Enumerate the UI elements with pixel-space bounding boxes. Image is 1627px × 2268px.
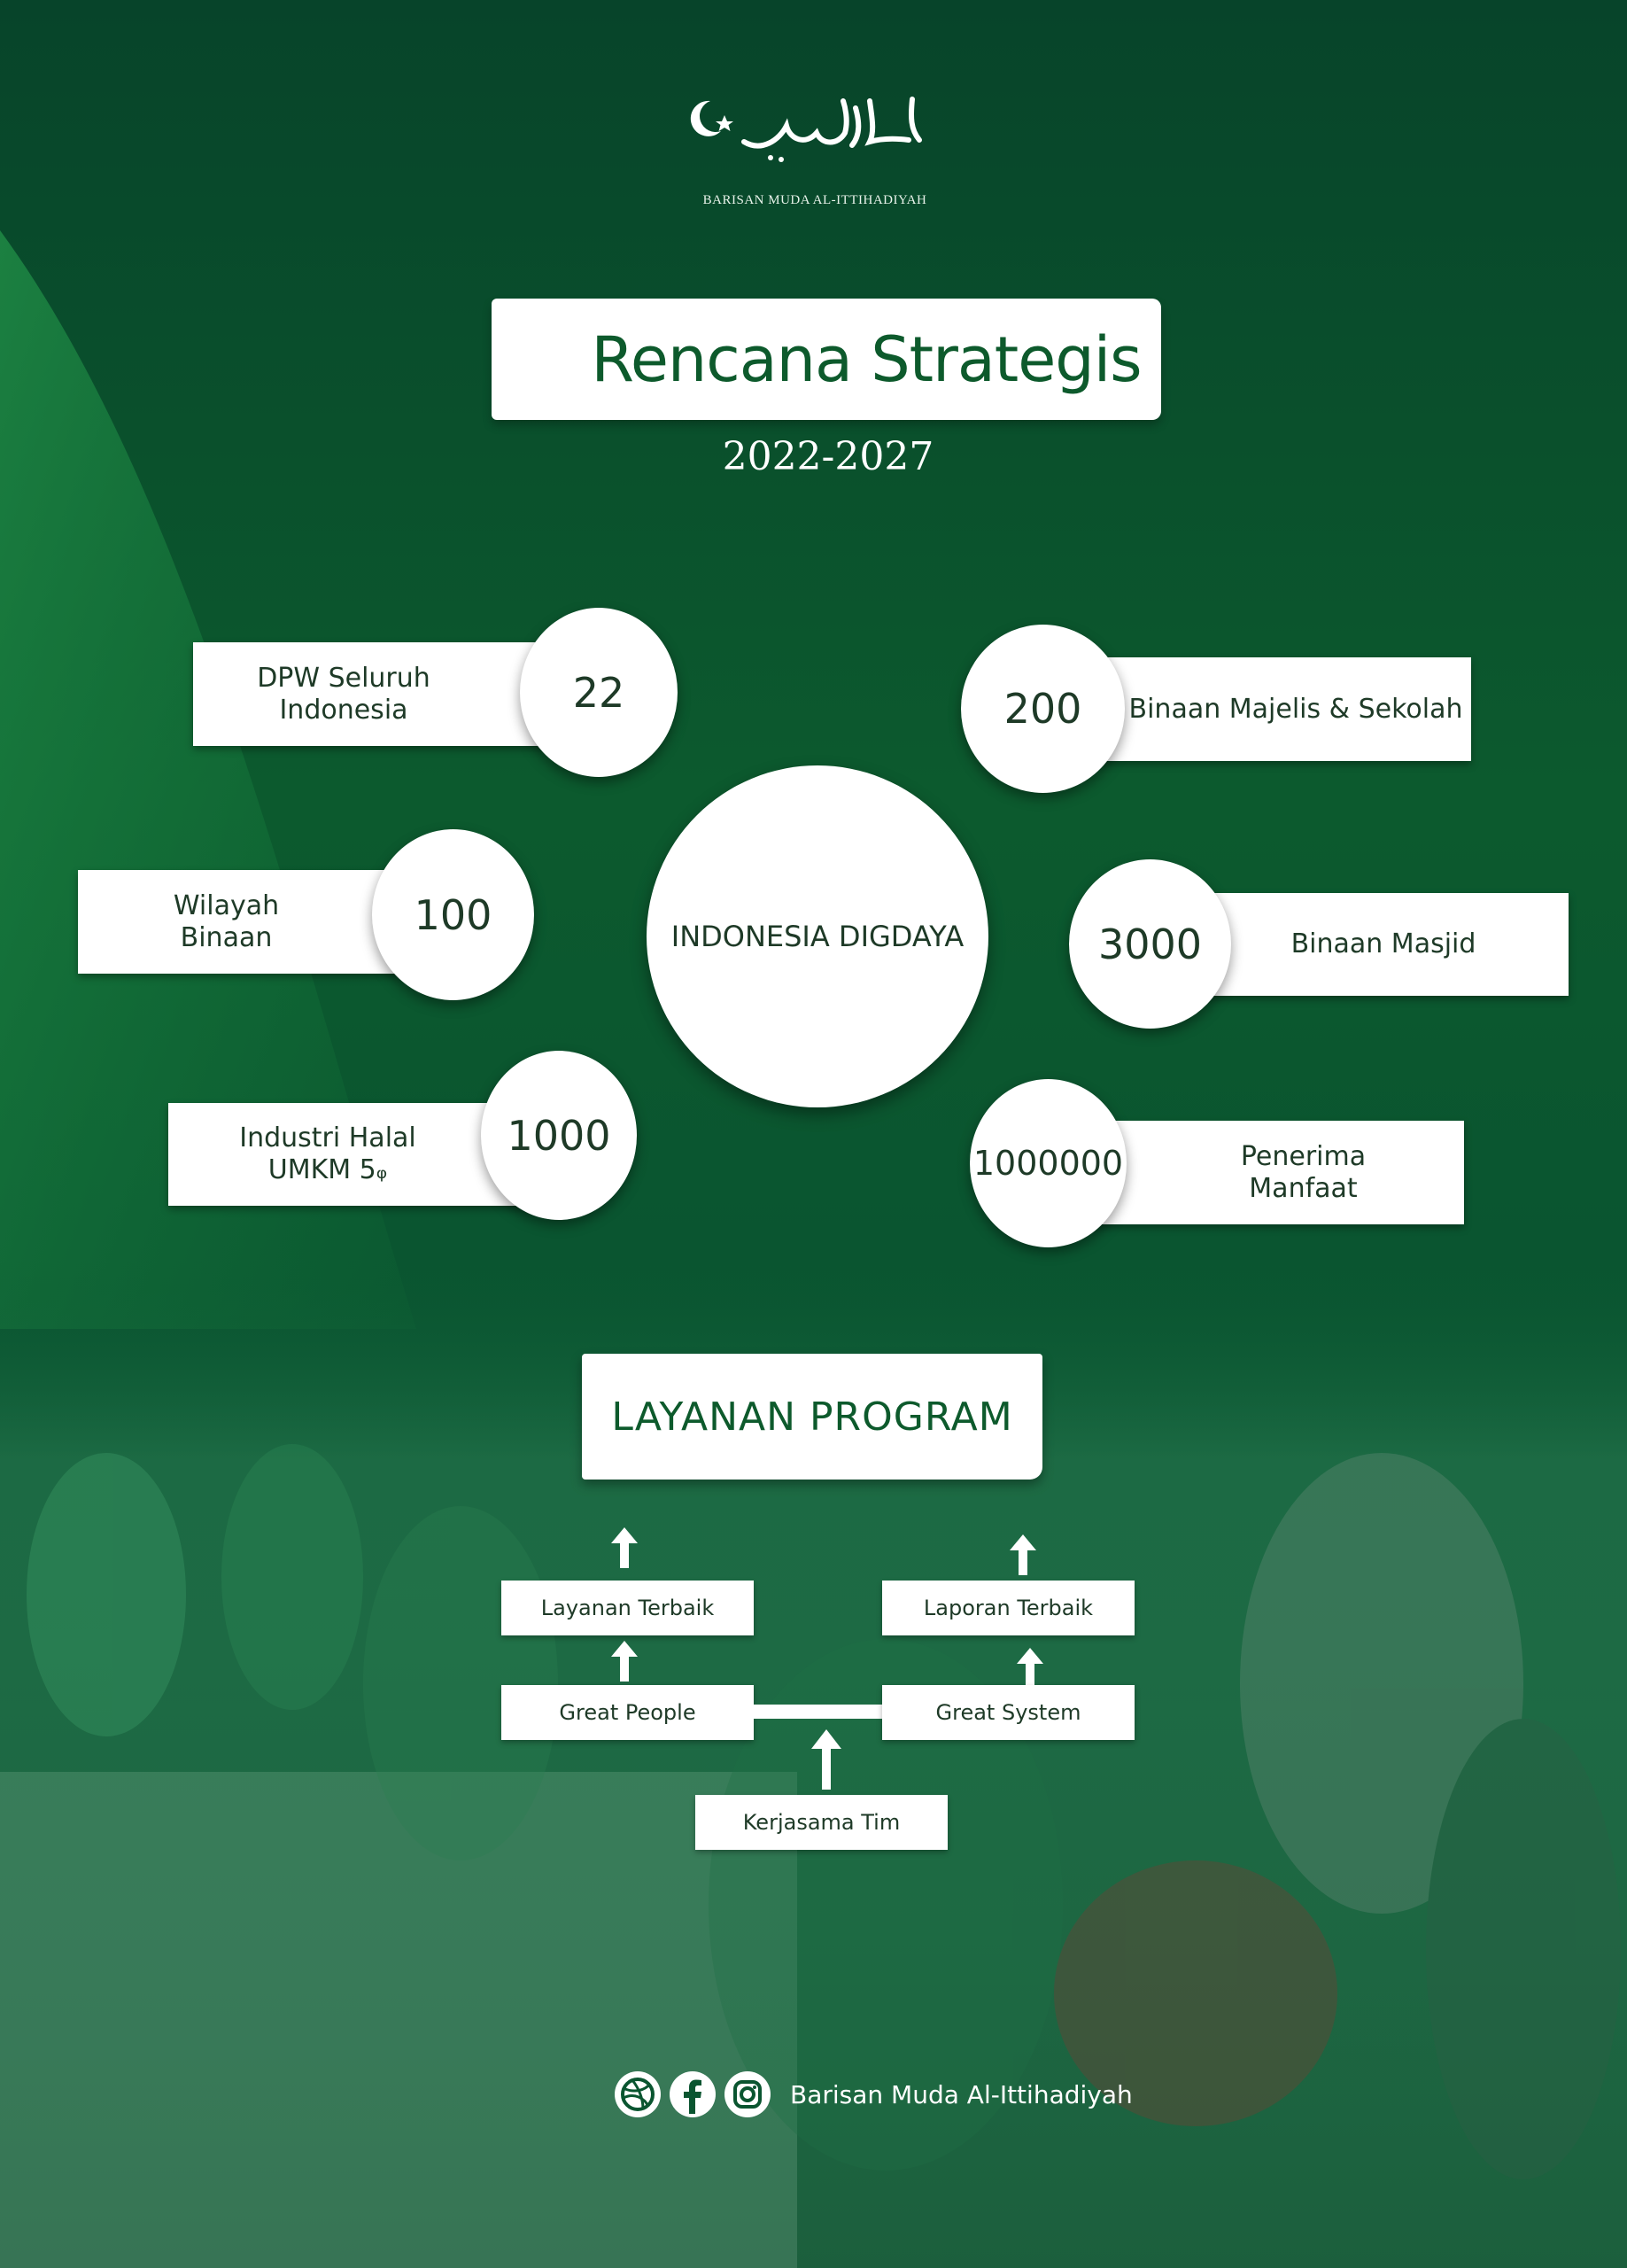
laporan-terbaik-box: Laporan Terbaik bbox=[882, 1581, 1135, 1635]
stat-value: 3000 bbox=[1097, 920, 1203, 968]
stat-value: 100 bbox=[414, 890, 492, 939]
great-people-box: Great People bbox=[501, 1685, 754, 1740]
stat-circle-wilayah: 100 bbox=[372, 829, 534, 1000]
title-banner: Rencana Strategis bbox=[492, 299, 1161, 420]
kerjasama-tim-label: Kerjasama Tim bbox=[742, 1810, 901, 1835]
stat-label: Industri Halal UMKM 5ᵩ bbox=[239, 1122, 416, 1185]
great-people-label: Great People bbox=[559, 1700, 696, 1725]
stat-label: DPW Seluruh Indonesia bbox=[257, 662, 430, 726]
stat-label: Binaan Majelis & Sekolah bbox=[1128, 693, 1463, 725]
kerjasama-tim-box: Kerjasama Tim bbox=[695, 1795, 948, 1850]
up-arrow-icon bbox=[1010, 1534, 1036, 1575]
footer: Barisan Muda Al-Ittihadiyah bbox=[613, 2068, 1133, 2121]
stat-circle-dpw: 22 bbox=[520, 608, 678, 777]
great-system-box: Great System bbox=[882, 1685, 1135, 1740]
hub-circle: INDONESIA DIGDAYA bbox=[647, 765, 988, 1107]
dribbble-icon[interactable] bbox=[613, 2070, 662, 2119]
stat-pill-dpw: DPW Seluruh Indonesia bbox=[193, 642, 547, 746]
stat-pill-penerima-manfaat: Penerima Manfaat bbox=[1089, 1121, 1464, 1224]
stat-pill-binaan-majelis: Binaan Majelis & Sekolah bbox=[1067, 657, 1471, 761]
laporan-terbaik-label: Laporan Terbaik bbox=[923, 1596, 1094, 1620]
crescent-logo-icon bbox=[690, 97, 922, 162]
hub-label: INDONESIA DIGDAYA bbox=[670, 920, 965, 953]
up-arrow-icon bbox=[611, 1527, 638, 1568]
logo-subtitle: BARISAN MUDA AL-ITTIHADIYAH bbox=[702, 193, 927, 207]
facebook-icon[interactable] bbox=[668, 2070, 717, 2119]
stat-label: Binaan Masjid bbox=[1290, 928, 1476, 959]
stat-circle-binaan-majelis: 200 bbox=[961, 625, 1125, 793]
up-arrow-icon bbox=[611, 1641, 638, 1682]
connector-line bbox=[753, 1705, 884, 1719]
stat-pill-binaan-masjid: Binaan Masjid bbox=[1181, 893, 1569, 996]
stat-circle-binaan-masjid: 3000 bbox=[1069, 859, 1231, 1029]
up-arrow-icon bbox=[811, 1729, 841, 1790]
stat-value: 1000 bbox=[507, 1111, 611, 1160]
footer-handle: Barisan Muda Al-Ittihadiyah bbox=[790, 2079, 1133, 2109]
logo: BARISAN MUDA AL-ITTIHADIYAH bbox=[682, 89, 948, 221]
layanan-terbaik-label: Layanan Terbaik bbox=[540, 1596, 715, 1620]
up-arrow-icon bbox=[1017, 1648, 1043, 1685]
instagram-icon[interactable] bbox=[723, 2070, 772, 2119]
stat-label: Penerima Manfaat bbox=[1240, 1140, 1367, 1204]
program-heading: LAYANAN PROGRAM bbox=[611, 1394, 1013, 1440]
stat-pill-industri-halal: Industri Halal UMKM 5ᵩ bbox=[168, 1103, 540, 1206]
page-title: Rencana Strategis bbox=[591, 322, 1142, 396]
stat-value: 200 bbox=[1003, 685, 1082, 733]
title-years: 2022-2027 bbox=[722, 434, 934, 479]
stat-pill-wilayah: Wilayah Binaan bbox=[78, 870, 428, 974]
stat-value: 22 bbox=[572, 668, 625, 717]
program-heading-box: LAYANAN PROGRAM bbox=[582, 1354, 1042, 1480]
stat-circle-industri-halal: 1000 bbox=[481, 1051, 637, 1220]
stat-value: 1000000 bbox=[972, 1144, 1124, 1183]
great-system-label: Great System bbox=[935, 1700, 1081, 1725]
stat-label: Wilayah Binaan bbox=[173, 889, 280, 953]
stat-circle-penerima-manfaat: 1000000 bbox=[970, 1079, 1127, 1247]
layanan-terbaik-box: Layanan Terbaik bbox=[501, 1581, 754, 1635]
